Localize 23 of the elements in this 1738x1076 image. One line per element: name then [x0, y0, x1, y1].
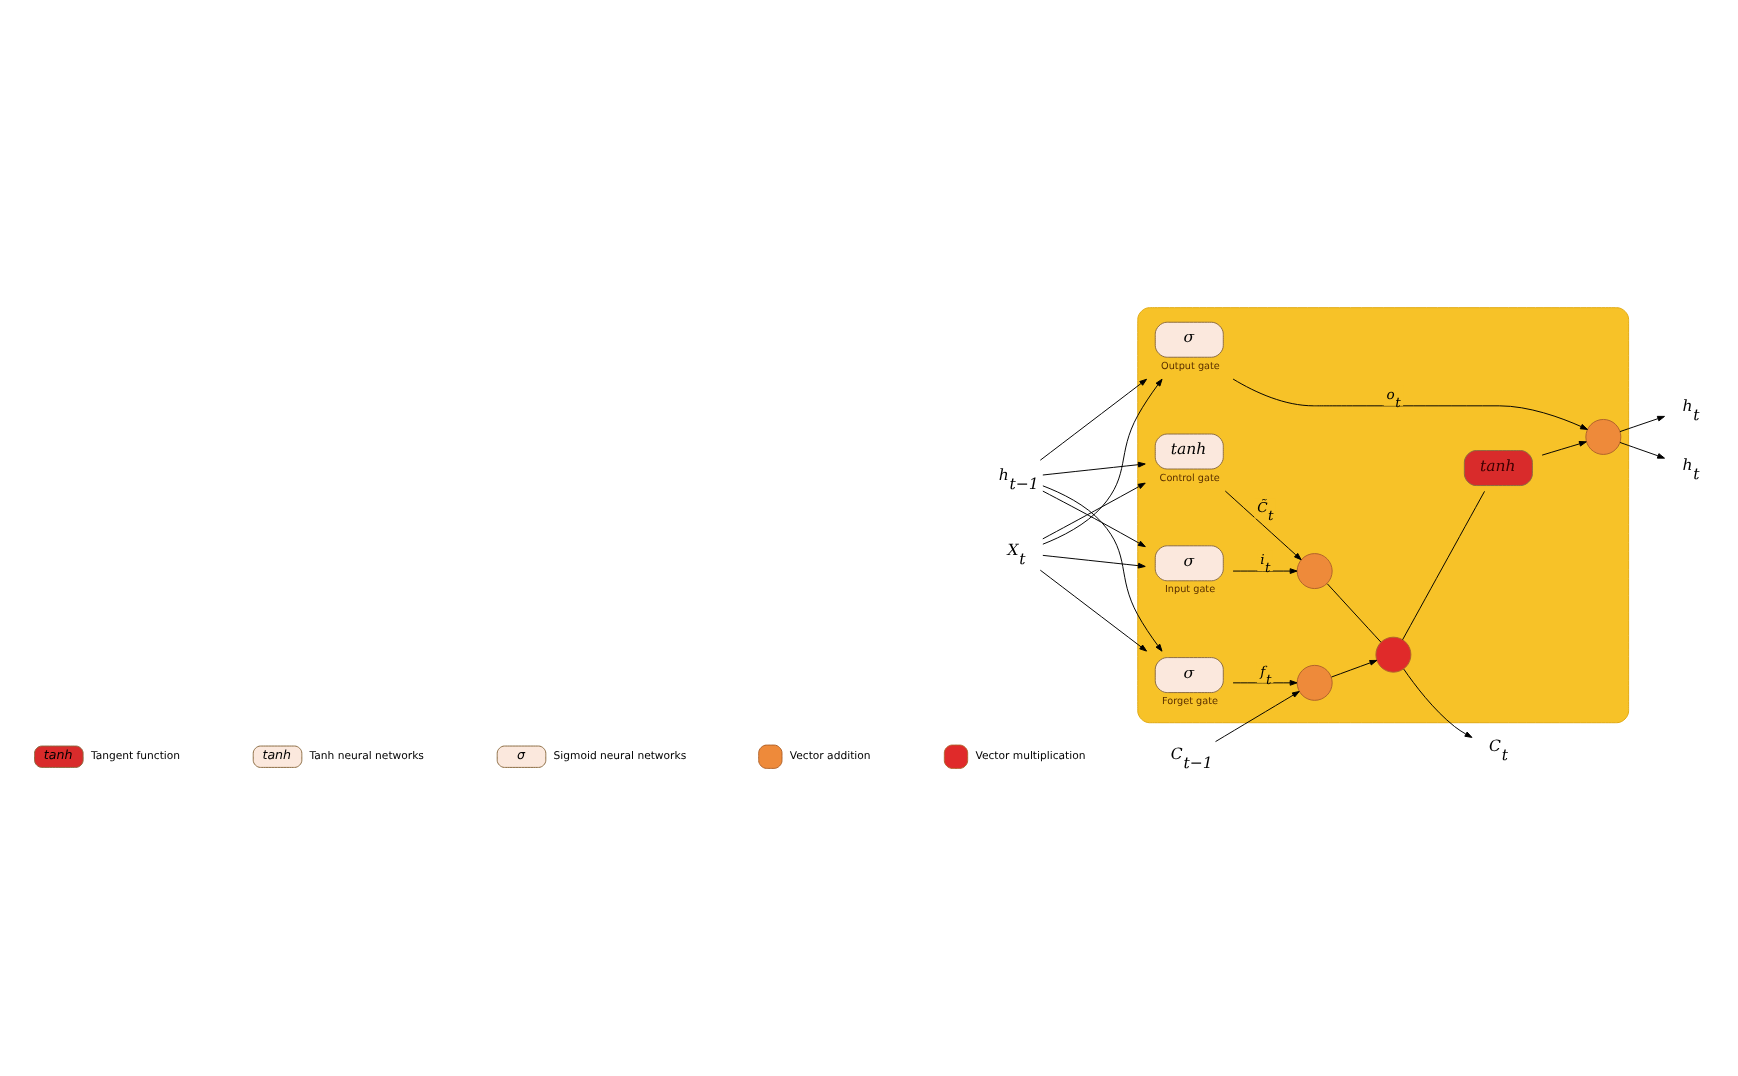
- arrow: [1331, 658, 1378, 677]
- connector: [1326, 582, 1382, 642]
- arrow: [1039, 377, 1148, 460]
- arrow: [1042, 481, 1146, 539]
- arrow: [1042, 484, 1163, 651]
- arrow: [1224, 489, 1302, 560]
- arrow: [1042, 489, 1146, 547]
- node-circle: [1585, 417, 1622, 454]
- arrow: [1042, 377, 1163, 544]
- arrow: [1541, 440, 1587, 455]
- arrow: [1619, 441, 1665, 458]
- arrow: [1042, 553, 1146, 568]
- node-circle: [1375, 635, 1412, 672]
- arrow: [1232, 377, 1588, 429]
- arrow: [1232, 679, 1298, 685]
- connector: [1402, 489, 1485, 640]
- arrow: [1039, 568, 1148, 651]
- arrow: [1215, 690, 1300, 742]
- arrow: [1232, 567, 1298, 573]
- arrow: [1403, 667, 1473, 737]
- arrow: [1619, 414, 1665, 432]
- arrow: [1042, 460, 1146, 475]
- node-circle: [1296, 663, 1333, 700]
